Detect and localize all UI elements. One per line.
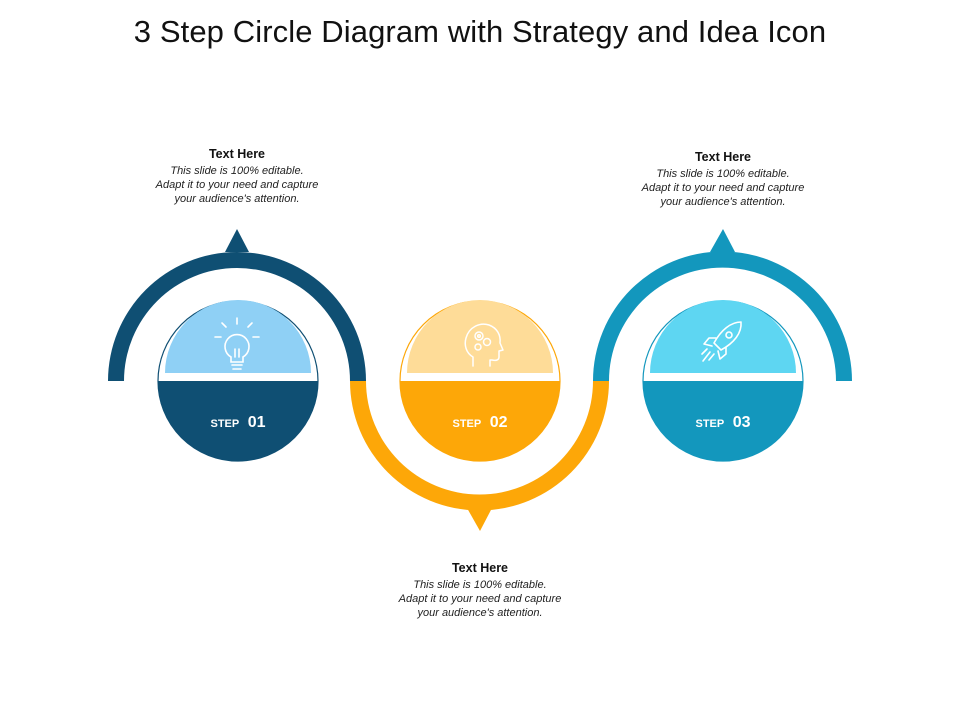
step-2-arc xyxy=(350,381,609,511)
svg-text:STEP 02: STEP 02 xyxy=(453,414,508,431)
lightbulb-icon xyxy=(214,317,260,370)
step-2-heading: Text Here xyxy=(451,561,509,575)
step-1-pointer xyxy=(225,229,249,252)
step-2-word: STEP xyxy=(453,418,482,430)
step-3-number: 03 xyxy=(733,414,751,431)
step-2-pointer xyxy=(467,508,492,531)
step-2-circle: STEP 02 xyxy=(399,300,561,462)
step-3-heading: Text Here xyxy=(694,150,752,164)
step-1-arc xyxy=(108,252,366,381)
step-3-callout: Text Here This slide is 100% editable. A… xyxy=(613,150,833,209)
step-1-description: This slide is 100% editable. Adapt it to… xyxy=(155,165,319,205)
step-2-number: 02 xyxy=(490,414,508,431)
step-1-callout: Text Here This slide is 100% editable. A… xyxy=(127,147,347,206)
svg-text:STEP 03: STEP 03 xyxy=(696,414,751,431)
step-3-circle: STEP 03 xyxy=(642,300,804,462)
step-3-pointer xyxy=(710,229,735,252)
step-1-heading: Text Here xyxy=(208,147,266,161)
step-3-word: STEP xyxy=(696,418,725,430)
svg-text:STEP 01: STEP 01 xyxy=(211,414,266,431)
step-1-word: STEP xyxy=(211,418,240,430)
page-title: 3 Step Circle Diagram with Strategy and … xyxy=(133,14,827,49)
step-2-callout: Text Here This slide is 100% editable. A… xyxy=(370,561,590,620)
step-3-arc xyxy=(593,251,852,381)
step-1-number: 01 xyxy=(248,414,266,431)
step-1-circle: STEP 01 xyxy=(157,300,319,462)
step-3-description: This slide is 100% editable. Adapt it to… xyxy=(641,168,805,208)
head-gears-icon xyxy=(464,323,504,367)
step-2-description: This slide is 100% editable. Adapt it to… xyxy=(398,579,562,619)
rocket-icon xyxy=(701,321,742,362)
